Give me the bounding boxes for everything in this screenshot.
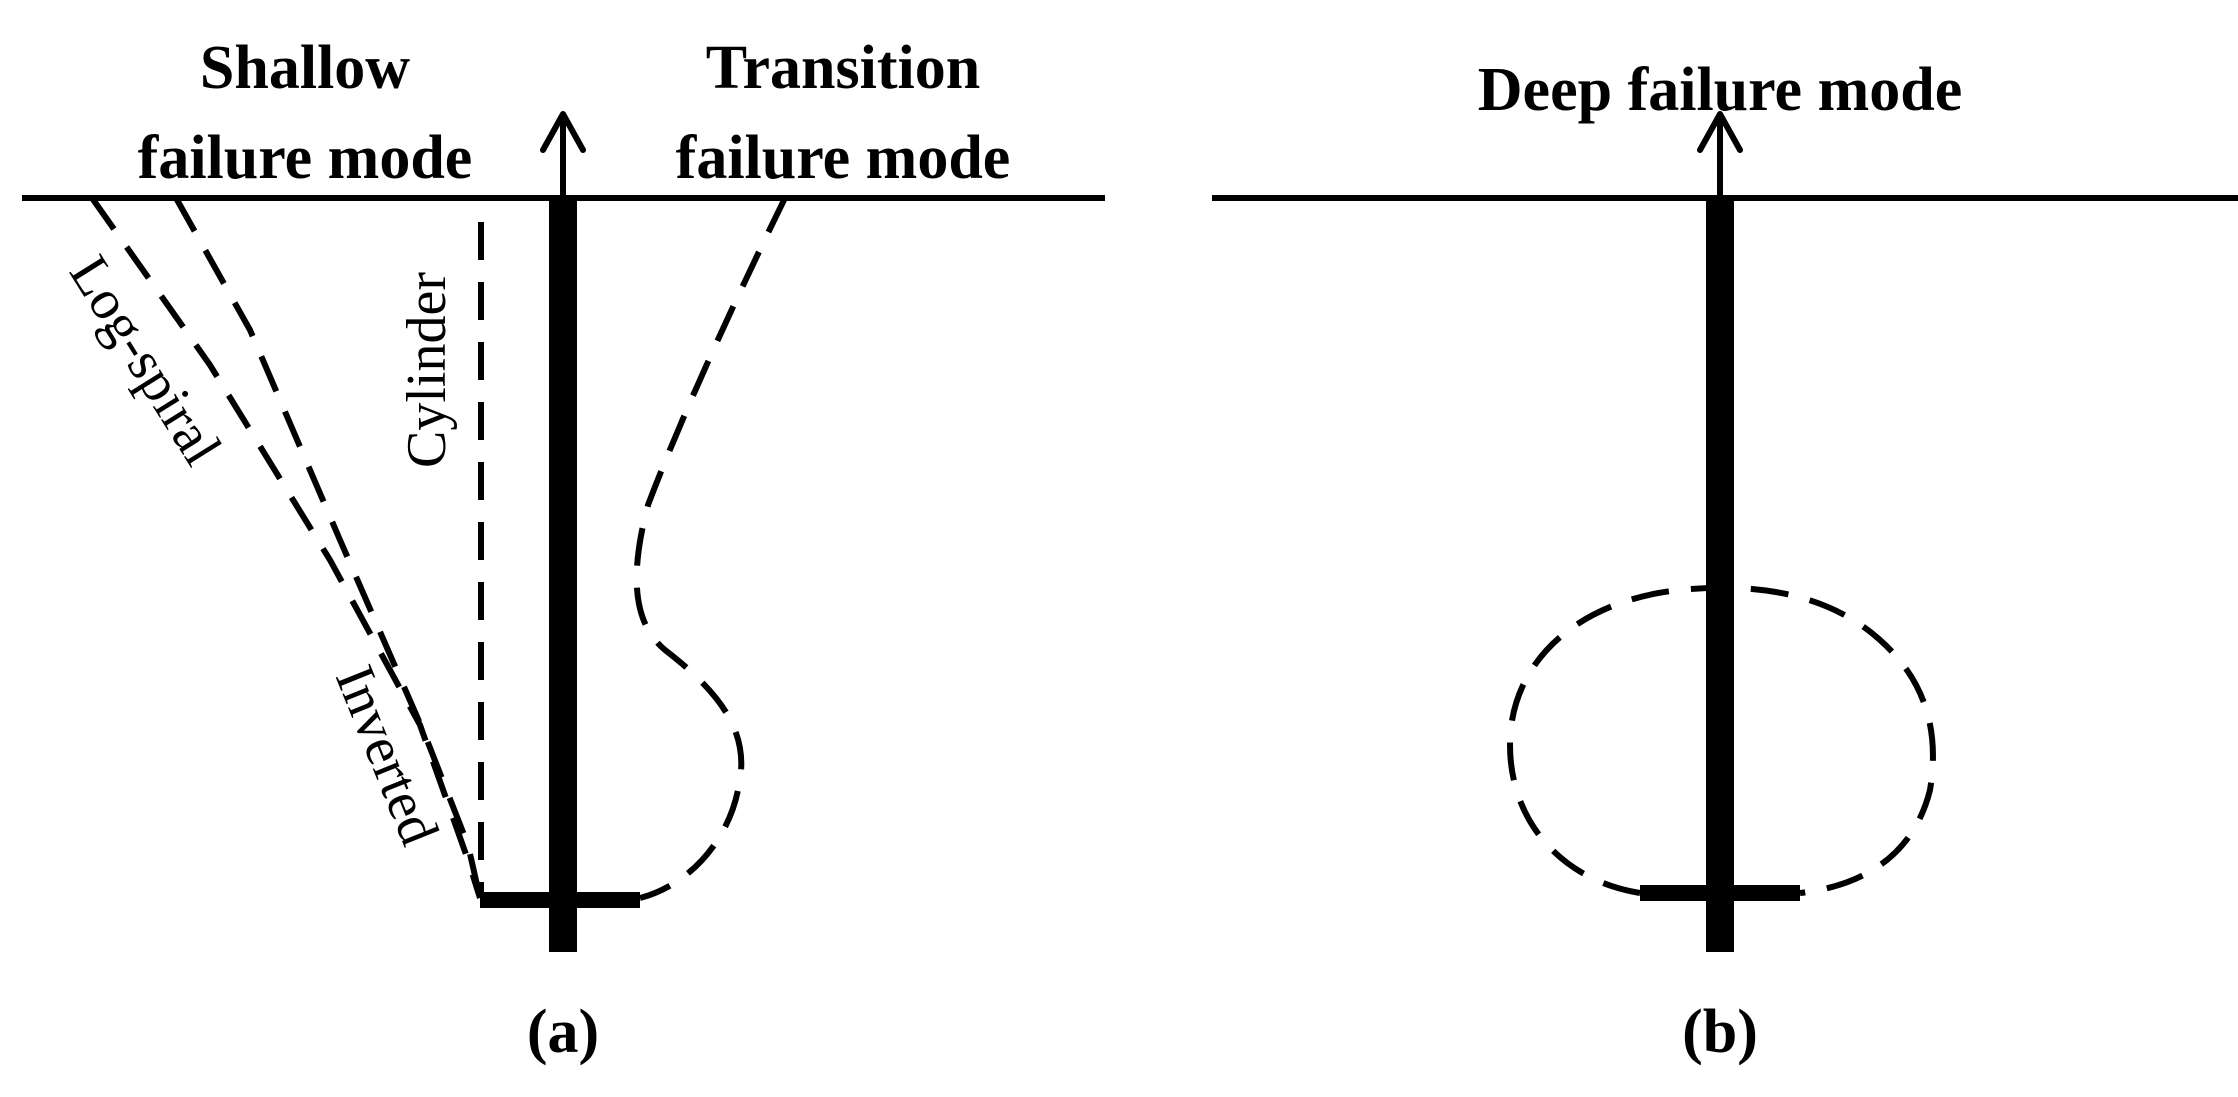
shallow-title-line1: Shallow [200,34,410,102]
shallow-title-line2: failure mode [138,124,473,192]
cylinder-label: Cylinder [396,272,458,468]
transition-title-line2: failure mode [676,124,1011,192]
deep-failure-surface [1506,584,1936,896]
pull-arrow-head-b [1697,111,1743,153]
panel-a: Shallow failure mode Transition failure … [22,34,1105,1066]
pull-arrow-head-a [540,111,586,153]
panel-b-label: (b) [1682,998,1758,1066]
transition-title-line1: Transition [706,34,980,102]
transition-surface [633,196,788,901]
panel-b: Deep failure mode (b) [1212,56,2238,1066]
inverted-cone-surface [173,196,483,899]
panel-a-label: (a) [527,998,599,1066]
